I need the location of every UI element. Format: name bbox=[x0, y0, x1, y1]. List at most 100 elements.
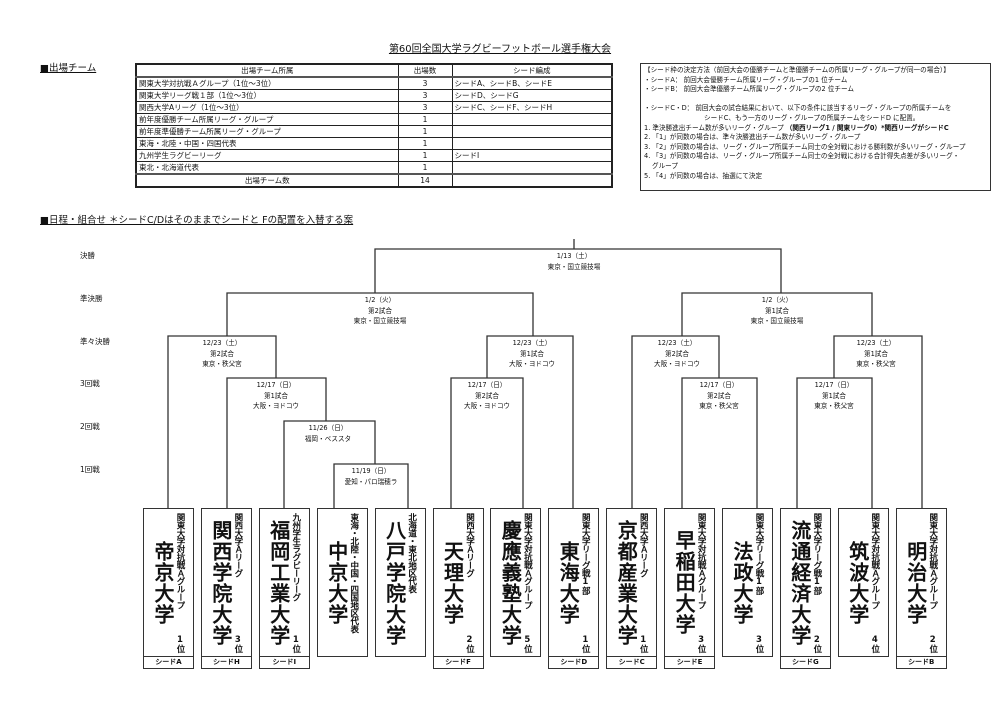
notes-rule-2: 2. 「1」が同数の場合は、準々決勝進出チーム数が多いリーグ・グループ bbox=[644, 133, 861, 142]
match-venue: 大阪・ヨドコウ bbox=[253, 402, 299, 410]
team-league: 関東大学対抗戦Ａグループ bbox=[522, 513, 533, 609]
team-card: 中京大学東海・北陸・中国・四国地区代表 bbox=[316, 508, 368, 657]
seed-badge: シードA bbox=[143, 657, 194, 669]
round-label-round3: 3回戦 bbox=[80, 379, 100, 388]
table-total-row: 出場チーム数 14 bbox=[135, 173, 613, 188]
column-header: シード編成 bbox=[451, 63, 613, 78]
match-info: 12/17（日）第1試合大阪・ヨドコウ bbox=[216, 380, 336, 412]
seed-badge: シードG bbox=[779, 657, 831, 669]
quarterfinal-4-connector bbox=[833, 335, 923, 508]
team-box: 天理大学関西大学Ａリーグ 2位 bbox=[432, 508, 484, 657]
notes-seed-cd: ・シードC・D： 前回大会の試合結果において、以下の条件に該当するリーグ・グルー… bbox=[644, 104, 952, 113]
round-label-semifinal: 準決勝 bbox=[80, 294, 103, 303]
match-venue: 大阪・ヨドコウ bbox=[464, 402, 510, 410]
team-affiliation: 東海・北陸・中国・四国地区代表 bbox=[349, 513, 359, 652]
team-rank: 2位 bbox=[464, 634, 475, 653]
seed-badge: シードH bbox=[200, 657, 252, 669]
total-empty bbox=[451, 173, 613, 188]
round1-connector bbox=[333, 463, 409, 508]
seed-badge: シードD bbox=[548, 657, 600, 669]
seed-badge: シードC bbox=[606, 657, 658, 669]
team-league: 関東大学リーグ戦1部 bbox=[811, 513, 822, 595]
team-box: 流通経済大学関東大学リーグ戦1部 2位 bbox=[779, 508, 831, 657]
match-info: 12/23（土）第1試合東京・秩父宮 bbox=[816, 338, 936, 370]
match-date: 11/26（日） bbox=[308, 424, 348, 432]
match-venue: 東京・国立競技場 bbox=[353, 317, 407, 325]
match-venue: 東京・国立競技場 bbox=[547, 262, 601, 271]
team-rank: 2位 bbox=[811, 634, 822, 653]
match-date: 12/23（土） bbox=[657, 339, 697, 347]
team-name: 京都産業大学 bbox=[614, 519, 639, 646]
team-name: 天理大学 bbox=[440, 540, 465, 625]
notes-rule-1: 1. 準決勝進出チーム数が多いリーグ・グループ （関西リーグ1 / 関東リーグ0… bbox=[644, 124, 987, 134]
quarterfinal-1-connector bbox=[167, 335, 277, 508]
team-name: 流通経済大学 bbox=[787, 519, 812, 646]
match-info: 1/2（火）第2試合東京・国立競技場 bbox=[320, 295, 440, 327]
round-label-round1: 1回戦 bbox=[80, 465, 100, 474]
schedule-section-heading: ■日程・組合せ ＊シードC/Dはそのままでシードと Fの配置を入替する案 bbox=[40, 215, 354, 226]
semifinal-left-connector bbox=[226, 292, 534, 336]
match-game: 第2試合 bbox=[210, 349, 234, 358]
notes-rule-4: 4. 「3」が同数の場合は、リーグ・グループ所属チーム同士の全対戦における合計得… bbox=[644, 152, 960, 161]
match-info: 1/2（火）第1試合東京・国立競技場 bbox=[717, 295, 837, 327]
match-info: 12/23（土）第2試合東京・秩父宮 bbox=[162, 338, 282, 370]
quarterfinal-3-connector bbox=[631, 335, 720, 508]
team-league: 関西大学Ａリーグ bbox=[232, 513, 243, 577]
notes-heading: 【シード枠の決定方法（前回大会の優勝チームと準優勝チームの所属リーグ・グループが… bbox=[644, 66, 950, 74]
seed-badge: シードF bbox=[432, 657, 484, 669]
round3-b-connector bbox=[450, 377, 524, 508]
round-label-round2: 2回戦 bbox=[80, 422, 100, 431]
notes-rule-4-cont: グループ bbox=[652, 161, 678, 170]
rule-1-emphasis: （関西リーグ1 / 関東リーグ0）*関西リーグがシードC bbox=[785, 123, 949, 132]
round-label-quarterfinal: 準々決勝 bbox=[80, 337, 110, 346]
match-venue: 東京・国立競技場 bbox=[750, 317, 804, 325]
match-date: 12/17（日） bbox=[699, 381, 739, 389]
match-venue: 愛知・パロ瑞穂ラ bbox=[344, 477, 398, 486]
team-rank: 1位 bbox=[290, 634, 301, 653]
teams-section-heading: ■出場チーム bbox=[40, 63, 97, 74]
team-name: 東海大学 bbox=[556, 540, 581, 625]
match-date: 12/17（日） bbox=[256, 381, 296, 389]
team-affiliation: 北海道・東北地区代表 bbox=[407, 513, 417, 652]
round-label-final: 決勝 bbox=[80, 251, 95, 260]
match-venue: 大阪・ヨドコウ bbox=[509, 360, 555, 368]
cell-affiliation: 九州学生ラグビーリーグ bbox=[135, 149, 399, 162]
team-name: 関西学院大学 bbox=[208, 519, 233, 646]
team-league: 関西大学Ａリーグ bbox=[464, 513, 475, 577]
match-game: 第1試合 bbox=[765, 306, 789, 315]
match-info: 1/13（土） 東京・国立競技場 bbox=[514, 251, 634, 272]
rule-1-text: 1. 準決勝進出チーム数が多いリーグ・グループ bbox=[644, 123, 786, 132]
match-date: 1/2（火） bbox=[364, 296, 396, 304]
match-date: 1/13（土） bbox=[556, 252, 592, 260]
match-date: 12/23（土） bbox=[856, 339, 896, 347]
match-game: 第2試合 bbox=[475, 391, 499, 400]
team-card: 八戸学院大学北海道・東北地区代表 bbox=[374, 508, 426, 657]
round3-a-connector bbox=[226, 377, 327, 508]
team-name: 八戸学院大学 bbox=[382, 519, 407, 646]
quarterfinal-2-connector bbox=[486, 335, 574, 508]
team-rank: 1位 bbox=[638, 634, 649, 653]
cell-seeds: シードI bbox=[451, 149, 613, 162]
round3-d-connector bbox=[796, 377, 873, 508]
match-date: 12/23（土） bbox=[202, 339, 242, 347]
document-title: 第60回全国大学ラグビーフットボール選手権大会 bbox=[0, 40, 1000, 55]
column-header: 出場数 bbox=[397, 63, 453, 78]
table-header-row: 出場チーム所属 出場数 シード編成 bbox=[135, 63, 613, 78]
